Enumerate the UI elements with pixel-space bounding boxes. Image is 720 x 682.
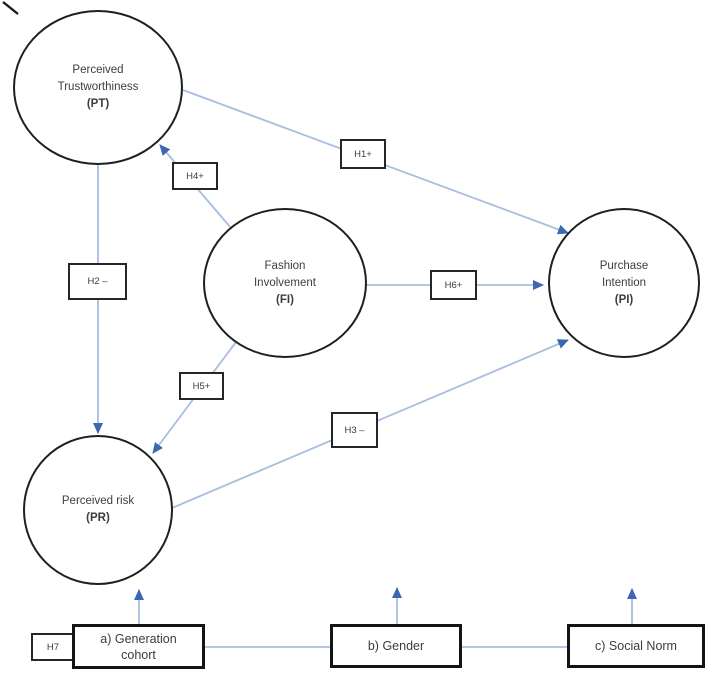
- node-label-line: Perceived risk: [61, 495, 135, 507]
- hypothesis-label-h1: H1+: [340, 139, 386, 169]
- moderator-label-line: cohort: [121, 647, 156, 662]
- node-abbr: (PR): [86, 512, 110, 524]
- hypothesis-label-h4: H4+: [172, 162, 218, 190]
- node-label-line: Perceived: [72, 64, 124, 76]
- hypothesis-label-h7: H7: [31, 633, 75, 661]
- node-fashion-involvement: Fashion Involvement (FI): [203, 208, 367, 358]
- node-label-line: Fashion: [264, 259, 306, 272]
- node-label-line: Purchase: [599, 259, 649, 272]
- node-purchase-intention: Purchase Intention (PI): [548, 208, 700, 358]
- moderator-label-line: b) Gender: [367, 639, 425, 653]
- node-label-line: Trustworthiness: [57, 81, 139, 93]
- corner-artifact-line: [2, 1, 19, 15]
- node-label-line: Intention: [601, 276, 647, 289]
- node-label-line: Involvement: [253, 276, 316, 289]
- node-perceived-trustworthiness: Perceived Trustworthiness (PT): [13, 10, 183, 165]
- node-abbr: (FI): [276, 293, 294, 306]
- moderator-social-norm: c) Social Norm: [567, 624, 705, 668]
- node-abbr: (PI): [614, 293, 634, 306]
- hypothesis-label-h3: H3 –: [331, 412, 378, 448]
- moderator-generation-cohort: a) Generation cohort: [72, 624, 205, 669]
- hypothesis-label-h6: H6+: [430, 270, 477, 300]
- node-perceived-risk: Perceived risk (PR): [23, 435, 173, 585]
- moderator-gender: b) Gender: [330, 624, 462, 668]
- hypothesis-label-h5: H5+: [179, 372, 224, 400]
- moderator-label-line: c) Social Norm: [595, 639, 677, 653]
- moderator-label-line: a) Generation: [100, 631, 177, 646]
- hypothesis-label-h2: H2 –: [68, 263, 127, 300]
- node-abbr: (PT): [86, 98, 110, 110]
